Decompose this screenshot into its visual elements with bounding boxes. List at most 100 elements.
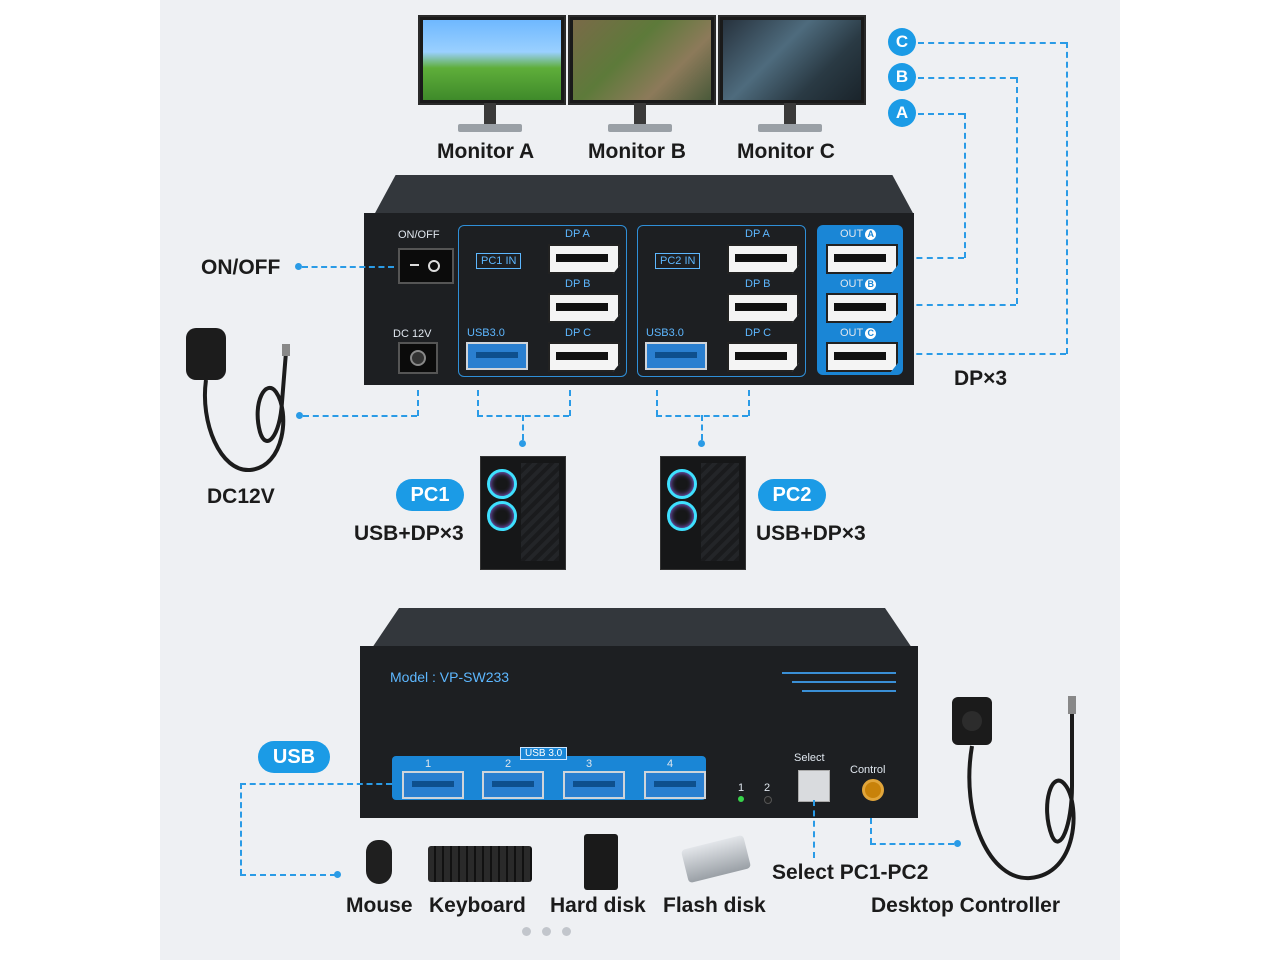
power-cable-icon [203, 344, 290, 473]
flash-disk-icon [680, 834, 752, 884]
monitor-a-stand [484, 103, 496, 125]
pc1-usb-port[interactable] [466, 342, 528, 370]
dc-line-h [303, 415, 417, 417]
monitor-a-label: Monitor A [437, 140, 535, 163]
usb-header: USB 3.0 [520, 747, 568, 760]
marker-b: B [888, 63, 916, 91]
pc2-dp-c-label: DP C [745, 327, 772, 339]
pc2-dp-c-port[interactable] [727, 342, 799, 372]
flash-disk-label: Flash disk [663, 894, 766, 917]
usb-port-number-1: 1 [425, 758, 432, 770]
monitor-b-stand [634, 103, 646, 125]
led-1-icon [738, 796, 744, 802]
select-label: Select [794, 752, 825, 764]
rear-stripe [792, 681, 896, 683]
on-off-line [302, 266, 394, 268]
switch-label: ON/OFF [398, 229, 440, 241]
line-b-top [918, 77, 1016, 79]
monitor-c-foot [758, 124, 822, 132]
usb-badge: USB [258, 741, 330, 773]
pc2-dp-b-label: DP B [745, 278, 771, 290]
pc2-dp-a-port[interactable] [727, 244, 799, 274]
pc2-fan-icon [667, 469, 697, 499]
mouse-label: Mouse [346, 894, 413, 917]
pager-dot-2[interactable] [542, 927, 551, 936]
usb-port-2[interactable] [482, 771, 544, 799]
line-b-bottom [906, 304, 1016, 306]
pc2-dot [698, 440, 705, 447]
dc-jack-icon [410, 350, 426, 366]
control-dot [954, 840, 961, 847]
pager-dot-1[interactable] [522, 927, 531, 936]
pc1-usb-label: USB3.0 [467, 327, 505, 339]
mouse-icon [366, 840, 392, 884]
dc-dot [296, 412, 303, 419]
dc-line-v [417, 390, 419, 416]
marker-a: A [888, 99, 916, 127]
select-button[interactable] [798, 770, 830, 802]
rear-stripe [802, 690, 896, 692]
usb-port-4[interactable] [644, 771, 706, 799]
control-jack[interactable] [862, 779, 884, 801]
hard-disk-label: Hard disk [550, 894, 646, 917]
control-label: Control [850, 764, 886, 776]
keyboard-icon [428, 846, 532, 882]
usb-port-3[interactable] [563, 771, 625, 799]
monitor-a [418, 15, 566, 105]
marker-c: C [888, 28, 916, 56]
select-pc-label: Select PC1-PC2 [772, 861, 929, 884]
pc2-dp-a-label: DP A [745, 228, 770, 240]
line-c-bottom [906, 353, 1066, 355]
usb-dot [334, 871, 341, 878]
pc1-port-group [458, 225, 627, 377]
line-a-bottom [906, 257, 964, 259]
rear-stripe [782, 672, 896, 674]
usb-line-bottom [240, 874, 336, 876]
usb-line-v [240, 783, 242, 875]
pc1-dp-c-port[interactable] [548, 342, 620, 372]
pc1-dp-a-label: DP A [565, 228, 590, 240]
out-c-marker: C [865, 328, 877, 339]
pc1-dp-c-label: DP C [565, 327, 592, 339]
usb-port-1[interactable] [402, 771, 464, 799]
line-b-vert [1016, 77, 1018, 304]
pc1-fan-icon [487, 501, 517, 531]
pager-dot-3[interactable] [562, 927, 571, 936]
pc1-dp-b-port[interactable] [548, 293, 620, 323]
power-switch[interactable] [398, 248, 454, 284]
pc2-badge: PC2 [758, 479, 826, 511]
pc2-usb-port[interactable] [645, 342, 707, 370]
model-text: Model : VP-SW233 [390, 669, 510, 685]
dc12v-callout: DC12V [207, 485, 275, 508]
pc1-dp-b-label: DP B [565, 278, 591, 290]
switch-off-icon [410, 264, 419, 266]
monitor-a-foot [458, 124, 522, 132]
pc1-tower [480, 456, 566, 570]
pc1-panel [521, 463, 559, 561]
pc2-line-down [701, 415, 703, 440]
select-line [813, 800, 815, 858]
pc1-dp-a-port[interactable] [548, 244, 620, 274]
pc2-line-right [748, 390, 750, 416]
out-b-port[interactable] [826, 293, 898, 323]
out-c-port[interactable] [826, 342, 898, 372]
on-off-dot [295, 263, 302, 270]
desktop-controller-icon [952, 697, 992, 745]
monitor-b-label: Monitor B [588, 140, 686, 163]
out-a-marker: A [865, 229, 877, 240]
on-off-callout: ON/OFF [201, 256, 281, 279]
line-a-vert [964, 113, 966, 258]
pc2-desc: USB+DP×3 [756, 522, 866, 545]
dc-jack[interactable] [398, 342, 438, 374]
usb-line-h [240, 783, 392, 785]
out-a-port[interactable] [826, 244, 898, 274]
pc2-dp-b-port[interactable] [727, 293, 799, 323]
pc1-line-down [522, 415, 524, 440]
line-c-top [918, 42, 1066, 44]
pc2-in-tag: PC2 IN [655, 253, 701, 269]
pc2-line-left [656, 390, 658, 416]
monitor-b-foot [608, 124, 672, 132]
pc1-line-right [569, 390, 571, 416]
pc2-fan-icon [667, 501, 697, 531]
monitor-b [568, 15, 716, 105]
